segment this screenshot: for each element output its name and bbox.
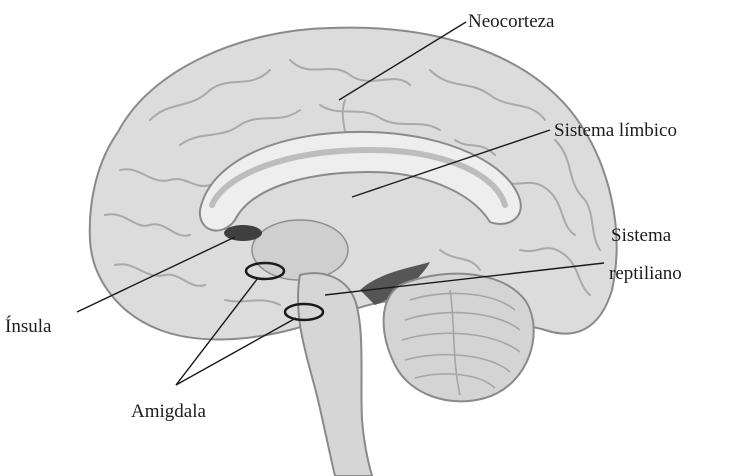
- insula-marker: [224, 225, 262, 241]
- label-neocorteza: Neocorteza: [468, 10, 555, 34]
- label-amigdala: Amigdala: [131, 400, 206, 424]
- label-sistema-limbico: Sistema límbico: [554, 119, 677, 143]
- label-insula: Ínsula: [5, 315, 51, 339]
- label-sistema-reptiliano-line1: Sistema: [611, 224, 671, 248]
- thalamus: [252, 220, 348, 280]
- label-sistema-reptiliano-line2: reptiliano: [609, 262, 682, 286]
